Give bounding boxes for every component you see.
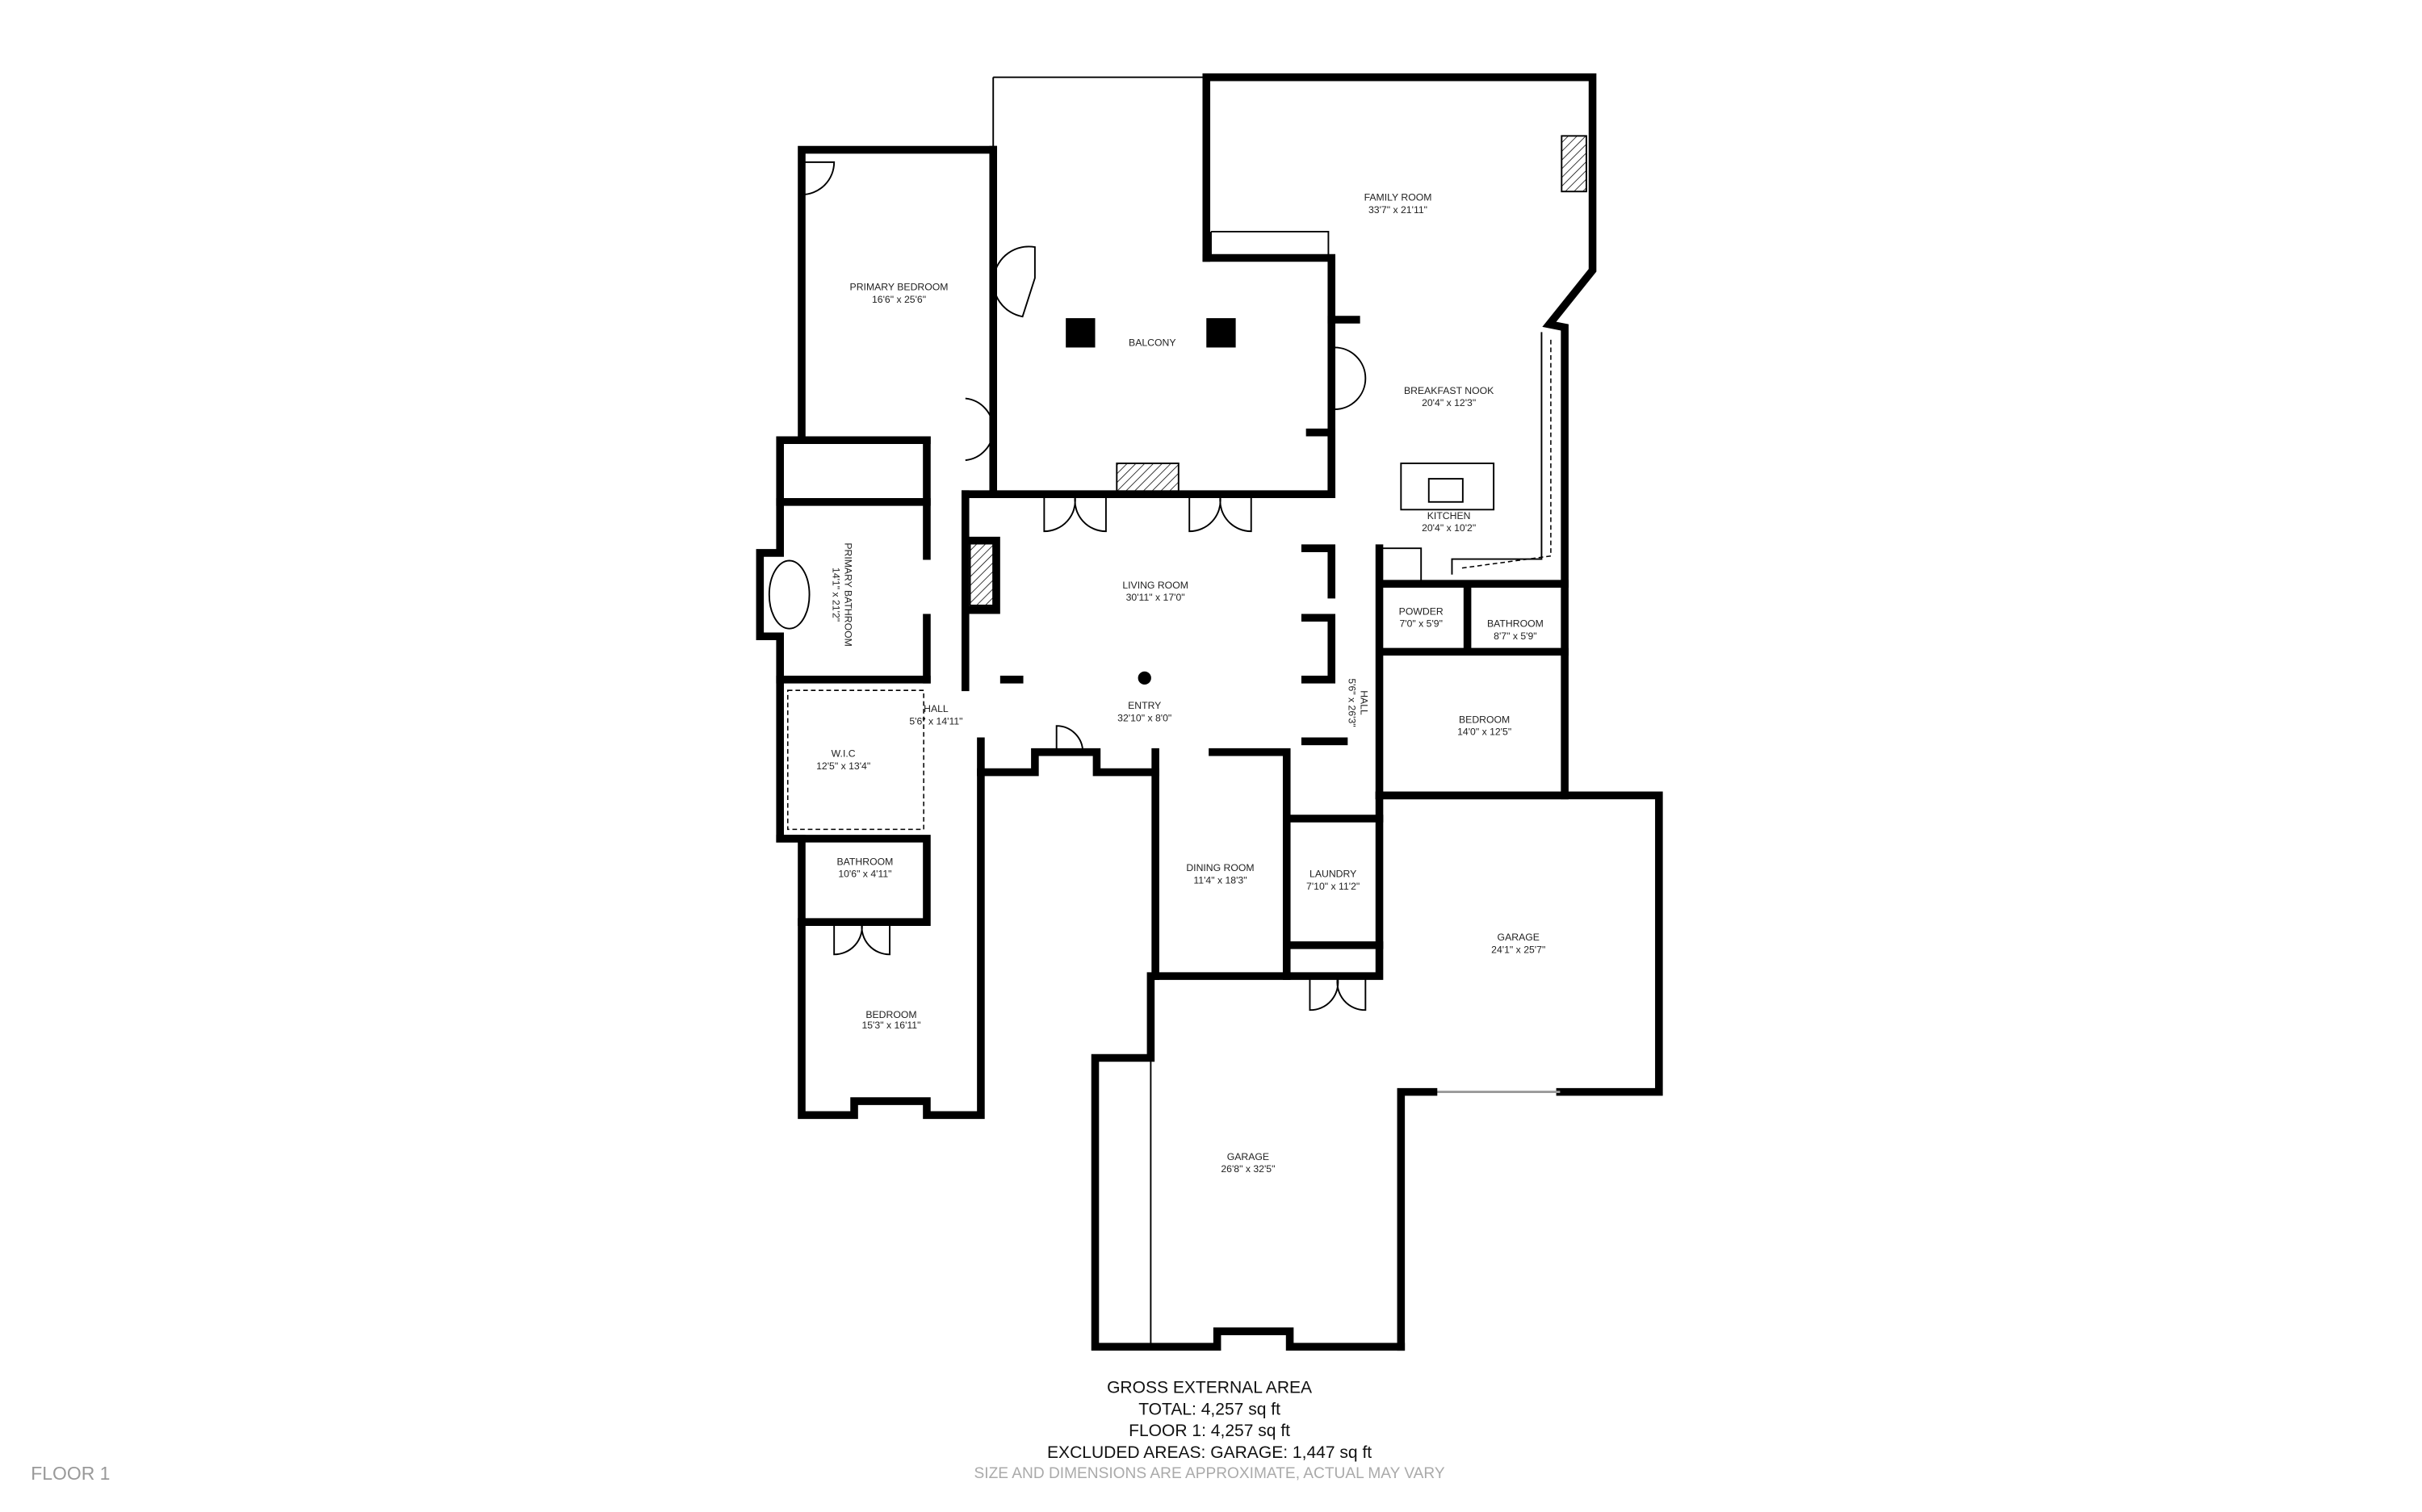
svg-text:DINING ROOM: DINING ROOM — [1186, 862, 1254, 873]
svg-text:15'3" x 16'11": 15'3" x 16'11" — [861, 1020, 920, 1031]
svg-text:5'6" x 14'11": 5'6" x 14'11" — [909, 715, 962, 727]
svg-text:BREAKFAST NOOK: BREAKFAST NOOK — [1404, 385, 1494, 396]
fireplace-icon — [969, 542, 995, 606]
room-wic: W.I.C12'5" x 13'4" — [816, 748, 870, 771]
svg-text:BATHROOM: BATHROOM — [837, 856, 894, 867]
closet-shelving — [786, 689, 924, 831]
svg-text:20'4" x 10'2": 20'4" x 10'2" — [1422, 522, 1476, 534]
svg-text:16'6" x 25'6": 16'6" x 25'6" — [872, 294, 926, 305]
svg-text:W.I.C: W.I.C — [832, 748, 856, 759]
room-bedroom-east: BEDROOM 14'0" x 12'5" — [1457, 714, 1511, 737]
svg-text:POWDER: POWDER — [1399, 605, 1444, 617]
svg-text:30'11" x 17'0": 30'11" x 17'0" — [1126, 592, 1185, 603]
svg-text:32'10" x 8'0": 32'10" x 8'0" — [1117, 712, 1171, 723]
svg-text:8'7" x 5'9": 8'7" x 5'9" — [1494, 630, 1537, 642]
svg-text:HALL: HALL — [924, 703, 949, 714]
fixtures — [768, 135, 1587, 831]
column-icon — [1206, 318, 1236, 348]
svg-text:BATHROOM: BATHROOM — [1487, 618, 1544, 630]
svg-text:BEDROOM: BEDROOM — [1459, 714, 1510, 725]
svg-text:33'7" x 21'11": 33'7" x 21'11" — [1368, 204, 1427, 216]
fireplace-icon — [1561, 135, 1587, 193]
svg-text:7'0" x 5'9": 7'0" x 5'9" — [1399, 618, 1443, 630]
summary-title: GROSS EXTERNAL AREA — [1107, 1379, 1312, 1397]
column-icon — [1066, 318, 1096, 348]
svg-text:5'6" x 26'3": 5'6" x 26'3" — [1346, 678, 1357, 727]
svg-text:PRIMARY BATHROOM: PRIMARY BATHROOM — [843, 542, 854, 646]
svg-text:20'4" x 12'3": 20'4" x 12'3" — [1422, 397, 1476, 408]
svg-text:GARAGE: GARAGE — [1227, 1151, 1269, 1162]
svg-text:LIVING ROOM: LIVING ROOM — [1122, 580, 1188, 591]
svg-text:ENTRY: ENTRY — [1128, 700, 1161, 711]
svg-text:14'0" x 12'5": 14'0" x 12'5" — [1457, 727, 1511, 738]
svg-text:26'8" x 32'5": 26'8" x 32'5" — [1221, 1163, 1275, 1175]
spiral-stair-icon — [992, 245, 1036, 318]
svg-text:LAUNDRY: LAUNDRY — [1309, 869, 1356, 880]
summary-floor1: FLOOR 1: 4,257 sq ft — [1129, 1422, 1290, 1440]
svg-text:KITCHEN: KITCHEN — [1427, 510, 1471, 521]
svg-text:11'4" x 18'3": 11'4" x 18'3" — [1193, 874, 1247, 886]
door-swings — [801, 161, 1367, 1011]
fireplace-icon — [1116, 462, 1180, 492]
summary-excluded: EXCLUDED AREAS: GARAGE: 1,447 sq ft — [1047, 1443, 1372, 1462]
svg-text:FAMILY ROOM: FAMILY ROOM — [1364, 192, 1432, 203]
cooktop-icon — [1427, 478, 1464, 503]
room-bathroom-west: BATHROOM 10'6" x 4'11" — [837, 856, 894, 879]
room-balcony: BALCONY — [1129, 337, 1175, 349]
svg-text:GARAGE: GARAGE — [1498, 932, 1540, 943]
svg-text:14'1" x 21'2": 14'1" x 21'2" — [830, 568, 841, 622]
summary-disclaimer: SIZE AND DIMENSIONS ARE APPROXIMATE, ACT… — [974, 1465, 1445, 1482]
area-summary: GROSS EXTERNAL AREA TOTAL: 4,257 sq ft F… — [974, 1379, 1445, 1482]
svg-text:10'6" x 4'11": 10'6" x 4'11" — [838, 869, 891, 880]
svg-text:BEDROOM: BEDROOM — [865, 1009, 916, 1020]
summary-total: TOTAL: 4,257 sq ft — [1138, 1400, 1280, 1418]
svg-text:PRIMARY BEDROOM: PRIMARY BEDROOM — [850, 282, 949, 293]
svg-text:24'1" x 25'7": 24'1" x 25'7" — [1491, 944, 1545, 955]
bathtub-icon — [768, 559, 811, 630]
svg-text:BALCONY: BALCONY — [1129, 337, 1175, 349]
walls — [756, 73, 1663, 1351]
floor-label: FLOOR 1 — [31, 1463, 110, 1484]
svg-text:7'10" x 11'2": 7'10" x 11'2" — [1306, 881, 1360, 892]
svg-text:12'5" x 13'4": 12'5" x 13'4" — [816, 760, 870, 772]
svg-text:HALL: HALL — [1359, 690, 1370, 715]
column-icon — [1135, 668, 1154, 687]
